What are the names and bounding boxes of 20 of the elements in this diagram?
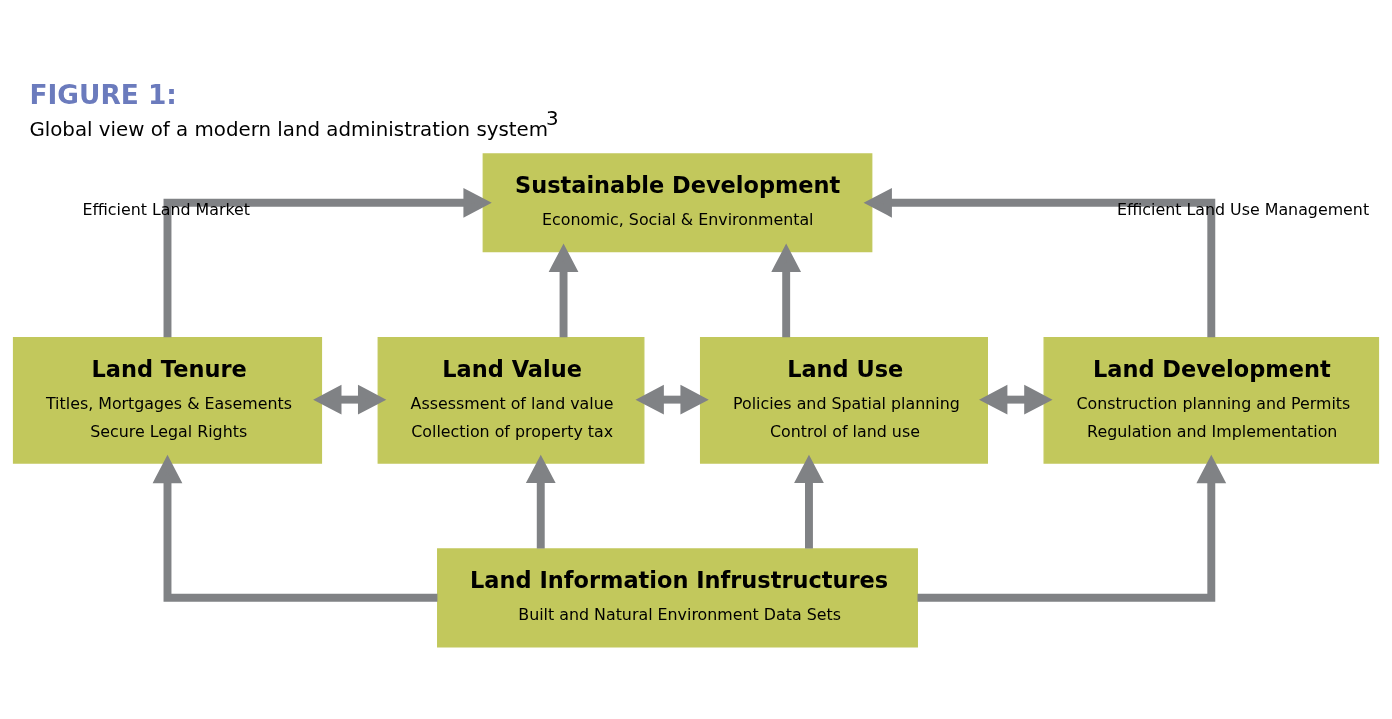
- node-box: Sustainable Development Economic, Social & Environmental: [482, 152, 873, 252]
- arrow: [163, 187, 492, 337]
- arrow: [525, 454, 556, 548]
- node-box: Land Information Infrustructures Built and Natural Environment Data Sets: [437, 547, 918, 647]
- node-box: Land Tenure Titles, Mortgages & Easements Secure Legal Rights: [12, 336, 323, 464]
- arrow: [771, 243, 802, 337]
- node-box: Land Value Assessment of land value Collection of property tax: [377, 336, 645, 464]
- edge-label: Efficient Land Use Management: [1116, 199, 1370, 219]
- node-box: Land Development Construction planning and Permits Regulation and Implementation: [1043, 336, 1380, 464]
- arrow: [548, 243, 579, 337]
- arrow: [979, 384, 1053, 414]
- arrow: [313, 384, 387, 414]
- arrow: [863, 187, 1216, 337]
- edge-label: Efficient Land Market: [82, 199, 251, 219]
- arrow: [152, 454, 438, 602]
- arrow: [794, 454, 824, 548]
- node-box: Land Use Policies and Spatial planning Control of land use: [699, 336, 988, 464]
- arrow: [635, 384, 709, 414]
- arrow: [917, 454, 1227, 602]
- diagram-title: FIGURE 1:: [29, 78, 177, 110]
